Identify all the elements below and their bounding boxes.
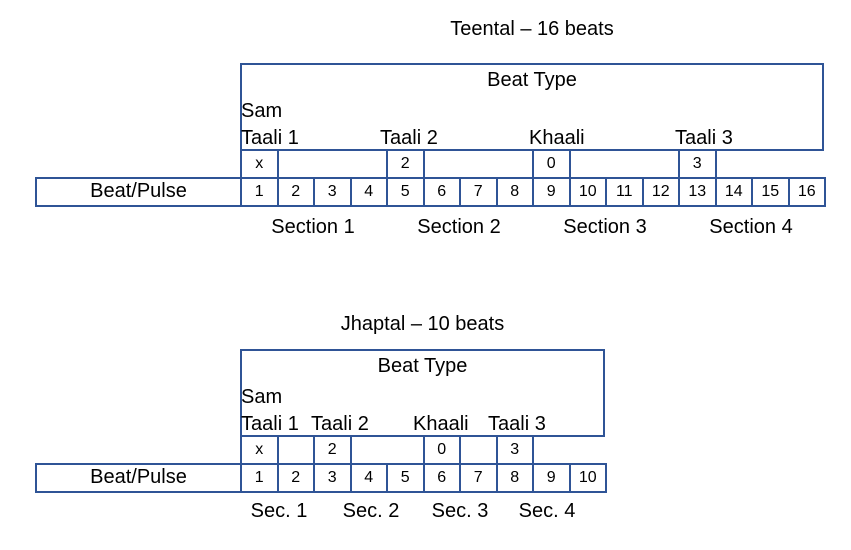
teental-taali2-label: Taali 2: [380, 127, 438, 149]
teental-beat-type-label: Beat Type: [487, 69, 577, 91]
marker-cell-khaali: 0: [532, 149, 571, 179]
beat-cell: 16: [787, 177, 826, 207]
jhaptal-taali1-label: Taali 1: [241, 413, 299, 435]
teental-beat-pulse-label: Beat/Pulse: [35, 177, 242, 207]
jhaptal-beat-type-label: Beat Type: [377, 355, 468, 377]
marker-cell-taali2: 2: [386, 149, 425, 179]
teental-title: Teental – 16 beats: [450, 18, 614, 40]
beat-cell: 1: [240, 177, 279, 207]
beat-cell: 4: [349, 177, 388, 207]
beat-cell: 13: [678, 177, 717, 207]
section-label: Sec. 4: [518, 500, 576, 522]
beat-cell: 10: [568, 463, 607, 493]
marker-cell-taali3: 3: [678, 149, 717, 179]
jhaptal-taali2-label: Taali 2: [311, 413, 369, 435]
beat-cell: 3: [313, 463, 352, 493]
beat-cell: 3: [313, 177, 352, 207]
beat-cell: 15: [751, 177, 790, 207]
beat-cell: 1: [240, 463, 279, 493]
jhaptal-beat-pulse-label: Beat/Pulse: [35, 463, 242, 493]
beat-cell: 7: [459, 463, 498, 493]
teental-taali1-label: Taali 1: [241, 127, 299, 149]
section-label: Section 4: [709, 216, 793, 238]
beat-cell: 8: [495, 463, 534, 493]
beat-cell: 2: [276, 463, 315, 493]
jhaptal-khaali-label: Khaali: [413, 413, 469, 435]
teental-sam-label: Sam: [241, 100, 283, 122]
beat-cell: 6: [422, 463, 461, 493]
section-label: Section 1: [271, 216, 355, 238]
marker-cell-taali2: 2: [313, 435, 352, 465]
beat-cell: 11: [605, 177, 644, 207]
marker-cell-taali3: 3: [495, 435, 534, 465]
marker-span: [350, 435, 425, 465]
beat-cell: 4: [349, 463, 388, 493]
jhaptal-sam-label: Sam: [241, 386, 283, 408]
section-label: Sec. 2: [342, 500, 400, 522]
section-label: Section 3: [563, 216, 647, 238]
beat-cell: 5: [386, 463, 425, 493]
teental-taali3-label: Taali 3: [675, 127, 733, 149]
jhaptal-beat-type-box: Beat Type Sam Taali 1 Taali 2 Khaali Taa…: [240, 349, 605, 437]
beat-cell: 8: [495, 177, 534, 207]
beat-cell: 9: [532, 177, 571, 207]
marker-cell-sam: x: [240, 149, 279, 179]
beat-cell: 10: [568, 177, 607, 207]
teental-beat-type-box: Beat Type Sam Taali 1 Taali 2 Khaali Taa…: [240, 63, 824, 151]
beat-cell: 2: [276, 177, 315, 207]
beat-cell: 9: [532, 463, 571, 493]
beat-cell: 6: [422, 177, 461, 207]
beat-cell: 14: [714, 177, 753, 207]
jhaptal-taali3-label: Taali 3: [488, 413, 546, 435]
marker-span: [277, 435, 315, 465]
section-label: Sec. 1: [250, 500, 308, 522]
marker-cell-khaali: 0: [422, 435, 461, 465]
beat-cell: 12: [641, 177, 680, 207]
section-label: Section 2: [417, 216, 501, 238]
marker-span: [459, 435, 498, 465]
marker-cell-sam: x: [240, 435, 279, 465]
beat-cell: 5: [386, 177, 425, 207]
jhaptal-title: Jhaptal – 10 beats: [340, 313, 505, 335]
beat-cell: 7: [459, 177, 498, 207]
section-label: Sec. 3: [431, 500, 489, 522]
teental-khaali-label: Khaali: [529, 127, 585, 149]
